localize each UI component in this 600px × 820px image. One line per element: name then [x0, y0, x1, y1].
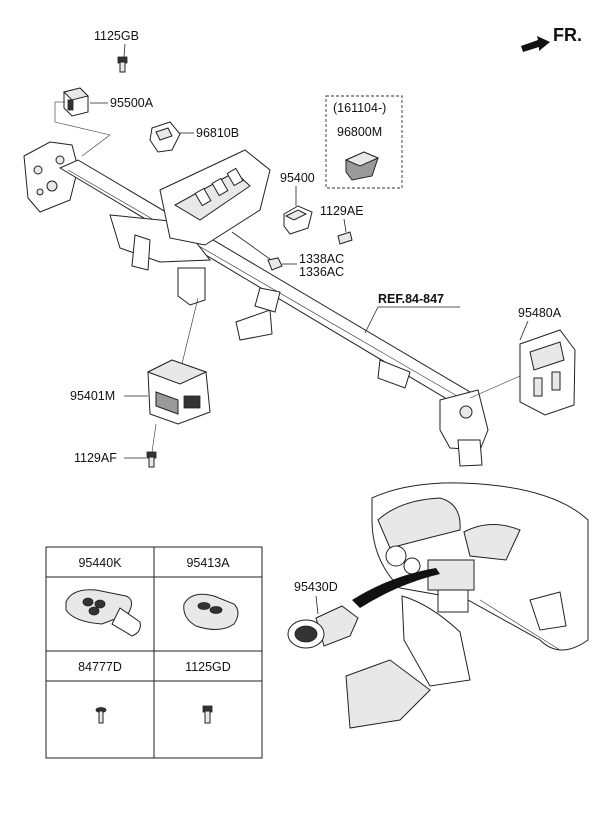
left-mount-bracket [23, 141, 79, 213]
part-95480A: 95480A [469, 306, 576, 416]
label-1129AF: 1129AF [74, 451, 117, 465]
screw-icon [95, 707, 107, 724]
part-96800M-box: (161104-) 96800M [325, 95, 403, 189]
label-161104: (161104-) [333, 101, 386, 115]
label-96800M: 96800M [337, 125, 382, 139]
part-95401M: 95401M [70, 297, 211, 425]
arrow-icon [521, 36, 550, 52]
part-96810B: 96810B [149, 121, 239, 153]
remote-key-icon [65, 589, 141, 637]
label-1336AC: 1336AC [299, 265, 344, 279]
bolt-icon [117, 56, 128, 73]
cowl-cross-bar [58, 149, 489, 467]
bolt-icon [202, 705, 213, 724]
module-95401M [146, 359, 211, 425]
relay-component [63, 87, 89, 117]
label-1338AC: 1338AC [299, 252, 344, 266]
module-96800M [344, 151, 380, 181]
label-1129AE: 1129AE [320, 204, 364, 218]
part-1129AF: 1129AF [74, 423, 157, 468]
part-95400: 95400 [280, 171, 315, 235]
cell-95413A: 95413A [186, 556, 230, 570]
label-95401M: 95401M [70, 389, 115, 403]
part-95430D: 95430D [287, 568, 440, 649]
label-1125GB: 1125GB [94, 29, 139, 43]
cell-84777D: 84777D [78, 660, 122, 674]
direction-label: FR. [553, 25, 582, 45]
cell-1125GD: 1125GD [185, 660, 231, 674]
label-95500A: 95500A [110, 96, 154, 110]
label-95430D: 95430D [294, 580, 338, 594]
part-1129AE: 1129AE [320, 204, 364, 245]
start-switch [287, 605, 359, 649]
smart-key-icon [183, 593, 239, 630]
label-96810B: 96810B [196, 126, 239, 140]
part-95500A: 95500A [54, 87, 154, 157]
part-1338AC-1336AC: 1338AC 1336AC [231, 231, 344, 279]
reference-callout: REF.84-847 [364, 292, 460, 334]
label-ref: REF.84-847 [378, 292, 444, 306]
part-1125GB: 1125GB [94, 29, 139, 73]
bolt-icon [146, 451, 157, 468]
key-parts-table: 95440K 95413A 84777D 1125GD [45, 546, 263, 759]
direction-indicator: FR. [521, 25, 582, 52]
dashboard-illustration [345, 482, 589, 729]
cell-95440K: 95440K [78, 556, 122, 570]
label-95400: 95400 [280, 171, 315, 185]
label-95480A: 95480A [518, 306, 562, 320]
